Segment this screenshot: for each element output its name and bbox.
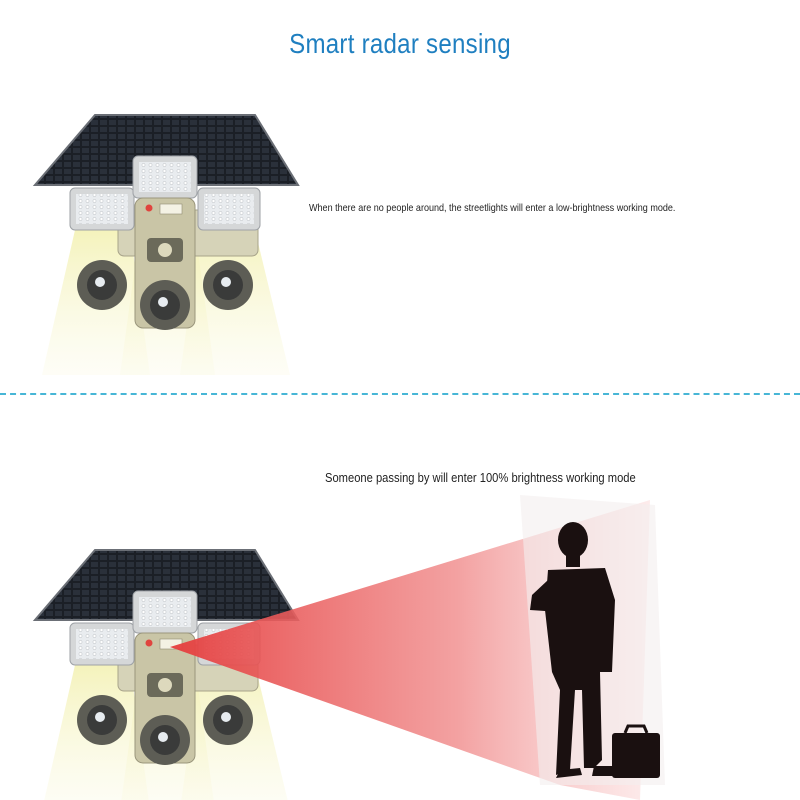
page-title: Smart radar sensing	[289, 28, 511, 59]
streetlight-low-brightness	[34, 114, 299, 376]
full-brightness-caption: Someone passing by will enter 100% brigh…	[325, 470, 636, 485]
section-divider	[0, 393, 800, 395]
person-silhouette	[530, 522, 615, 778]
briefcase-icon	[612, 733, 660, 778]
low-brightness-caption: When there are no people around, the str…	[309, 202, 676, 214]
